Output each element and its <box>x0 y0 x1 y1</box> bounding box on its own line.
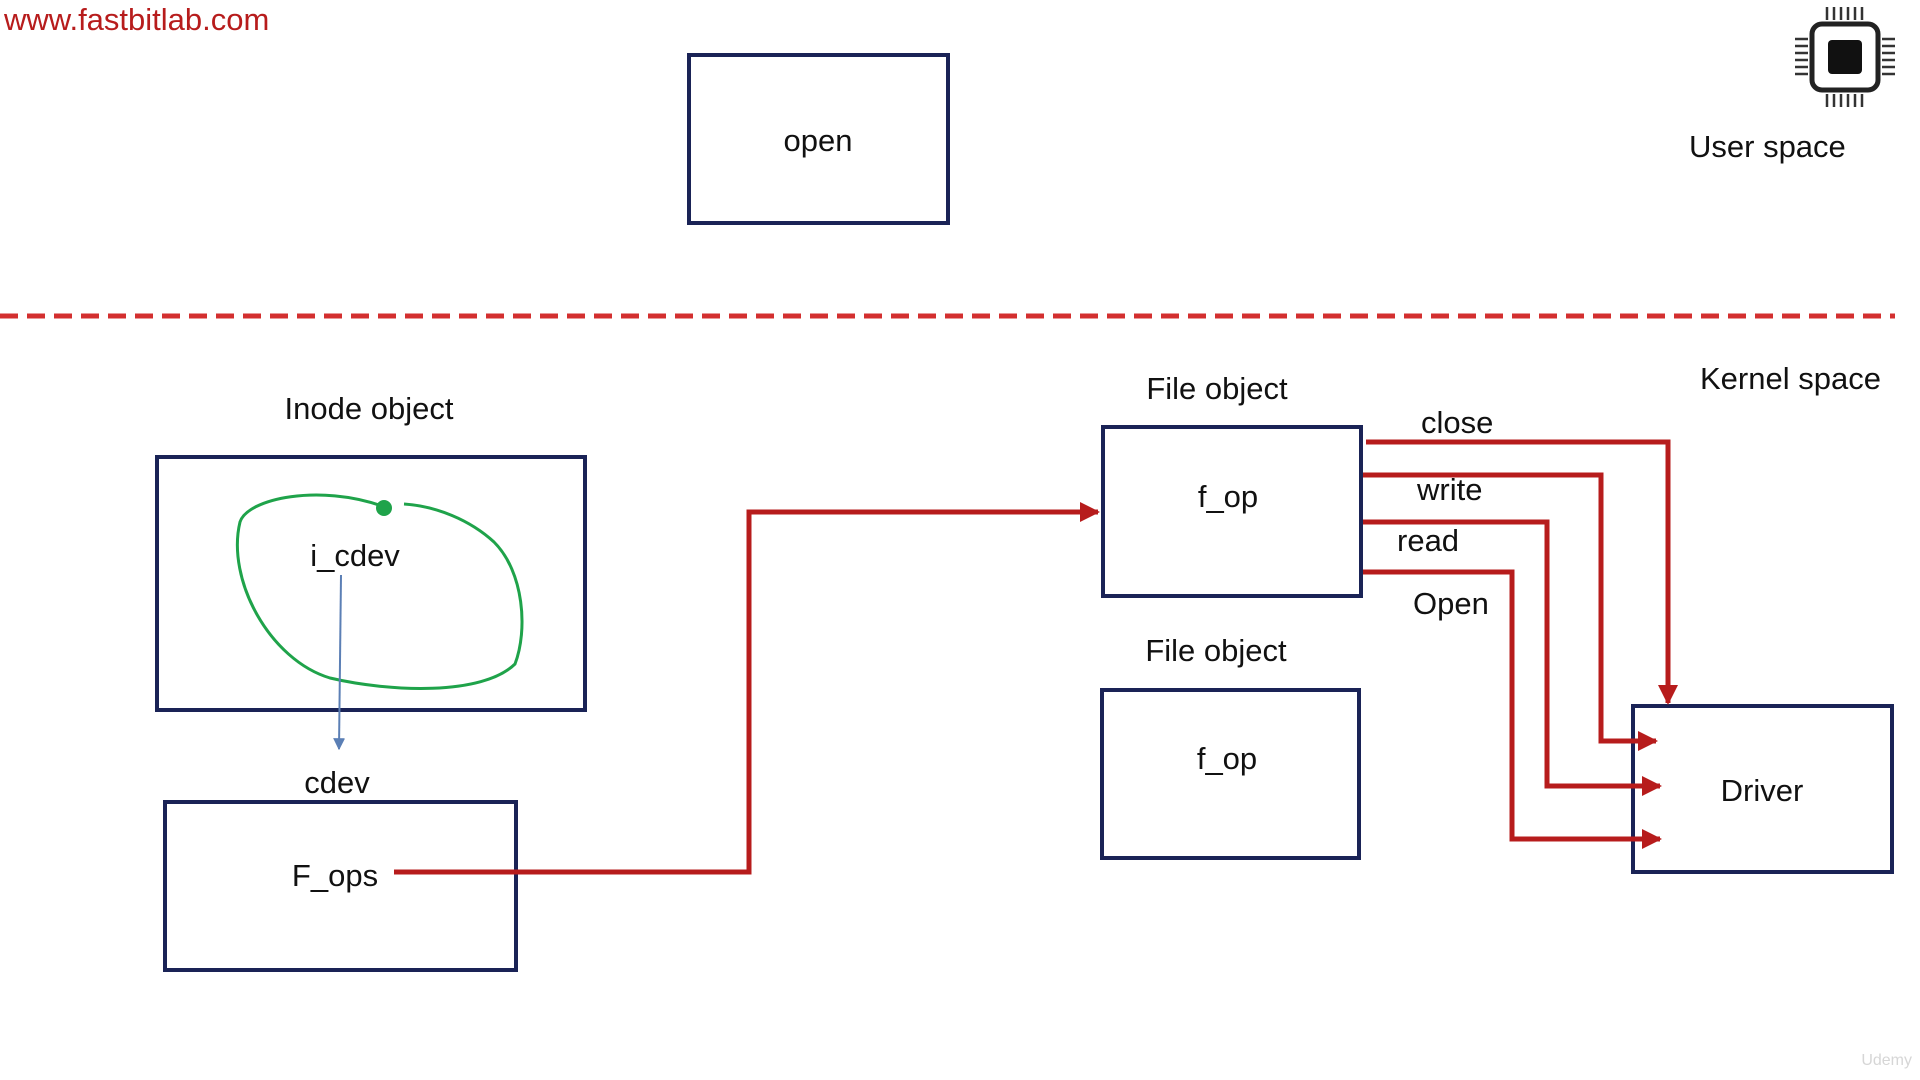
cpu-chip-icon <box>1795 7 1895 107</box>
file-object-1-field: f_op <box>1197 479 1259 514</box>
write-arrow <box>1363 472 1658 751</box>
cdev-box[interactable] <box>163 800 518 972</box>
file-object-1-box[interactable] <box>1101 425 1363 598</box>
close-arrow <box>1366 439 1678 705</box>
i-cdev-field: i_cdev <box>310 538 400 573</box>
op-write-label: write <box>1417 472 1483 507</box>
user-space-label: User space <box>1689 129 1846 164</box>
file-object-2-box[interactable] <box>1100 688 1361 860</box>
kernel-space-label: Kernel space <box>1700 361 1881 396</box>
cdev-title: cdev <box>304 765 370 800</box>
i-cdev-highlight-circle <box>235 493 524 690</box>
i-cdev-to-cdev-arrow <box>333 574 346 751</box>
f-ops-field: F_ops <box>291 858 379 893</box>
file-object-2-title: File object <box>1145 633 1287 668</box>
driver-box[interactable] <box>1631 704 1894 874</box>
op-open-label: Open <box>1413 586 1489 621</box>
highlight-dot <box>376 500 392 516</box>
file-object-2-field: f_op <box>1196 741 1258 776</box>
op-read-label: read <box>1397 523 1460 558</box>
driver-label: Driver <box>1720 773 1804 808</box>
user-open-box[interactable] <box>687 53 950 225</box>
read-arrow <box>1363 519 1662 796</box>
op-close-label: close <box>1421 405 1494 440</box>
user-kernel-divider <box>0 313 1895 319</box>
website-url[interactable]: www.fastbitlab.com <box>4 2 270 37</box>
open-arrow <box>1363 569 1662 849</box>
f-ops-to-file-object-arrow <box>394 502 1100 875</box>
udemy-watermark: Udemy <box>1861 1052 1912 1069</box>
user-open-label: open <box>783 123 853 158</box>
inode-object-title: Inode object <box>284 391 454 426</box>
inode-object-box[interactable] <box>155 455 587 712</box>
file-object-1-title: File object <box>1146 371 1288 406</box>
